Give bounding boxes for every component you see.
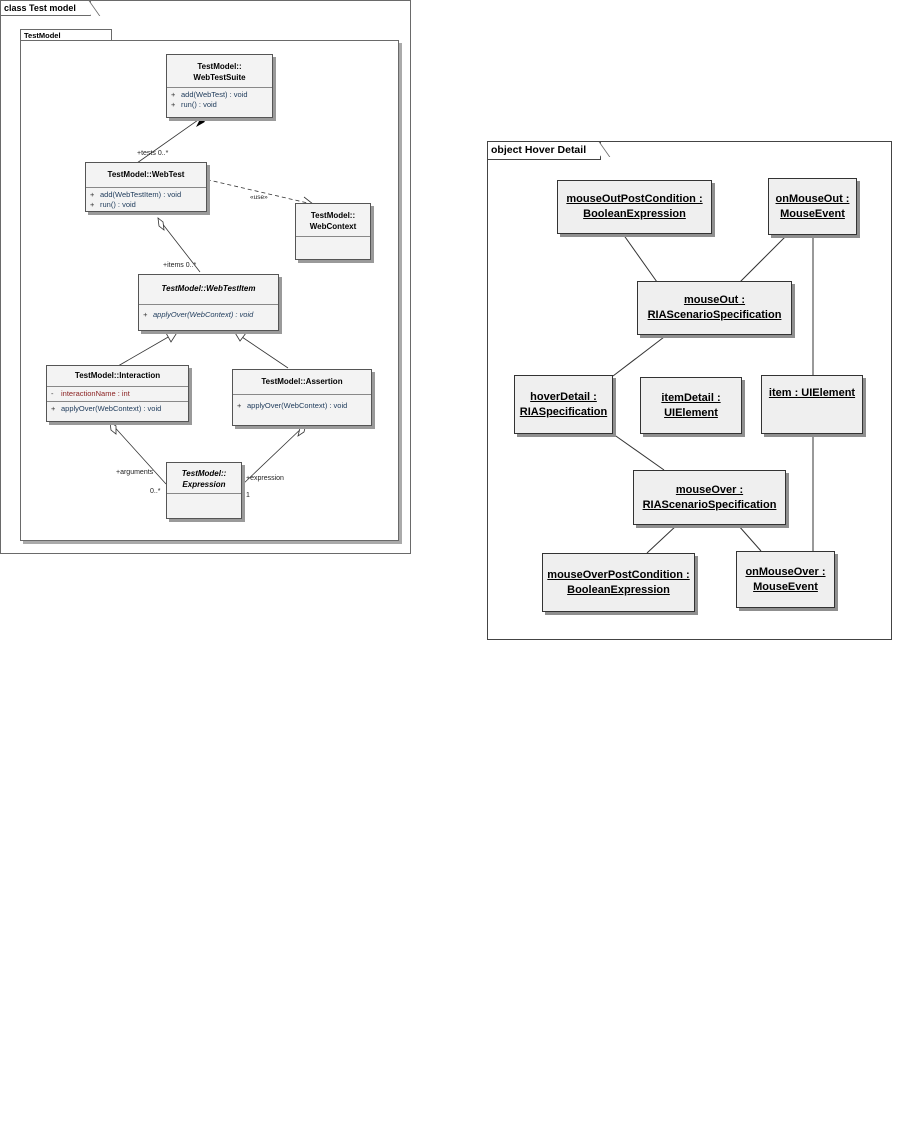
operation-row: +add(WebTestItem) : void bbox=[90, 190, 182, 199]
class-interaction-operations: +applyOver(WebContext) : void bbox=[47, 401, 188, 416]
operation-row: +applyOver(WebContext) : void bbox=[143, 310, 254, 319]
class-expression-name: TestModel:: Expression bbox=[181, 469, 227, 489]
class-webtestsuite-operations: +add(WebTest) : void +run() : void bbox=[167, 87, 272, 112]
object-mouseover[interactable]: mouseOver : RIAScenarioSpecification bbox=[633, 470, 786, 525]
operation-row: +add(WebTest) : void bbox=[171, 90, 248, 99]
class-assertion-operations: +applyOver(WebContext) : void bbox=[233, 394, 371, 413]
operation-row: +run() : void bbox=[171, 100, 217, 109]
expression-aggregation-diamond bbox=[297, 423, 307, 437]
items-aggregation-diamond bbox=[157, 217, 165, 231]
attribute-row: -interactionName : int bbox=[51, 389, 130, 398]
class-interaction[interactable]: TestModel::Interaction -interactionName … bbox=[46, 365, 189, 422]
link-line bbox=[612, 333, 669, 377]
link-line bbox=[646, 524, 678, 554]
interaction-generalization-arrow bbox=[165, 330, 179, 343]
link-line bbox=[739, 235, 787, 283]
link-line bbox=[737, 524, 762, 552]
class-webtestsuite-name: TestModel:: WebTestSuite bbox=[193, 62, 246, 82]
object-itemdetail[interactable]: itemDetail : UIElement bbox=[640, 377, 742, 434]
assertion-generalization-arrow bbox=[233, 330, 247, 342]
arguments-multiplicity-label: 0..* bbox=[150, 488, 161, 495]
assertion-generalization-line bbox=[241, 336, 289, 369]
object-mouseout[interactable]: mouseOut : RIAScenarioSpecification bbox=[637, 281, 792, 335]
class-assertion[interactable]: TestModel::Assertion +applyOver(WebConte… bbox=[232, 369, 372, 426]
composition-line bbox=[136, 112, 209, 164]
class-interaction-attributes: -interactionName : int bbox=[47, 386, 188, 401]
arguments-aggregation-line bbox=[109, 421, 167, 485]
use-dependency-line bbox=[199, 177, 313, 205]
testmodel-package-tab: TestModel bbox=[20, 29, 112, 40]
expression-multiplicity-label: 1 bbox=[246, 492, 250, 499]
class-diagram-frame-label: class Test model bbox=[1, 1, 91, 16]
class-webtest[interactable]: TestModel::WebTest +add(WebTestItem) : v… bbox=[85, 162, 207, 212]
object-onmouseout[interactable]: onMouseOut : MouseEvent bbox=[768, 178, 857, 235]
link-line bbox=[612, 433, 665, 471]
interaction-generalization-line bbox=[117, 335, 171, 367]
items-role-label: +items 0..* bbox=[163, 262, 197, 269]
class-assertion-name: TestModel::Assertion bbox=[261, 377, 343, 386]
expression-aggregation-line bbox=[241, 424, 306, 486]
operation-row: +applyOver(WebContext) : void bbox=[237, 401, 348, 410]
object-mouseoutpostcondition[interactable]: mouseOutPostCondition : BooleanExpressio… bbox=[557, 180, 712, 234]
class-webtestitem-operations: +applyOver(WebContext) : void bbox=[139, 304, 278, 322]
object-onmouseover[interactable]: onMouseOver : MouseEvent bbox=[736, 551, 835, 608]
tests-role-label: +tests 0..* bbox=[137, 150, 169, 157]
object-diagram-frame-label: object Hover Detail bbox=[488, 142, 602, 160]
items-aggregation-line bbox=[157, 217, 201, 273]
class-webtestsuite[interactable]: TestModel:: WebTestSuite +add(WebTest) :… bbox=[166, 54, 273, 118]
class-expression[interactable]: TestModel:: Expression bbox=[166, 462, 242, 519]
operation-row: +applyOver(WebContext) : void bbox=[51, 404, 162, 413]
class-webcontext-body bbox=[296, 236, 370, 258]
use-stereotype-label: «use» bbox=[250, 194, 268, 201]
class-webtest-operations: +add(WebTestItem) : void +run() : void bbox=[86, 187, 206, 212]
class-webtestitem-name: TestModel::WebTestItem bbox=[161, 284, 256, 293]
class-expression-body bbox=[167, 493, 241, 518]
class-webtest-name: TestModel::WebTest bbox=[107, 170, 185, 179]
class-webcontext-name: TestModel:: WebContext bbox=[309, 211, 357, 231]
class-webcontext[interactable]: TestModel:: WebContext bbox=[295, 203, 371, 260]
class-interaction-name: TestModel::Interaction bbox=[74, 371, 161, 380]
object-hoverdetail[interactable]: hoverDetail : RIASpecification bbox=[514, 375, 613, 434]
link-line bbox=[622, 233, 658, 283]
object-mouseoverpostcondition[interactable]: mouseOverPostCondition : BooleanExpressi… bbox=[542, 553, 695, 612]
arguments-aggregation-diamond bbox=[109, 421, 117, 435]
testmodel-package-label: TestModel bbox=[24, 31, 61, 40]
operation-row: +run() : void bbox=[90, 200, 136, 209]
expression-role-label: +expression bbox=[246, 475, 284, 482]
arguments-role-label: +arguments bbox=[116, 469, 154, 476]
object-item[interactable]: item : UIElement bbox=[761, 375, 863, 434]
class-webtestitem[interactable]: TestModel::WebTestItem +applyOver(WebCon… bbox=[138, 274, 279, 331]
